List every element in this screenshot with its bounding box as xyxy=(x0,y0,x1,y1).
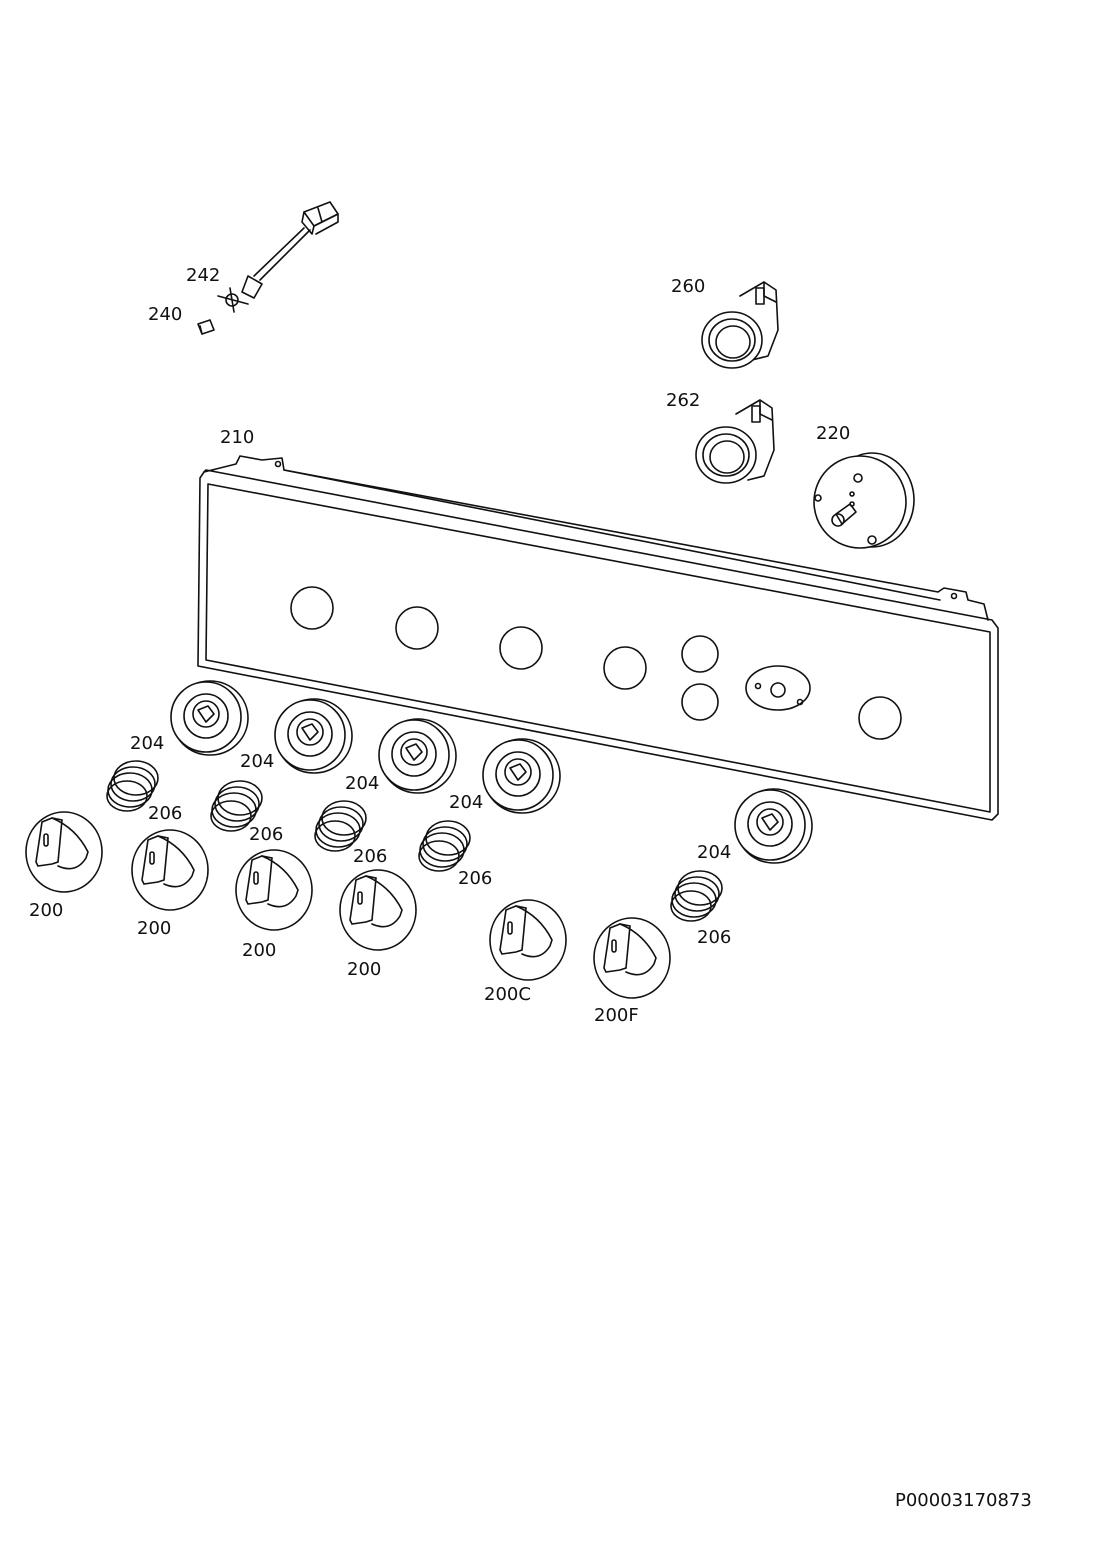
label-262: 262 xyxy=(666,390,700,411)
document-id: P00003170873 xyxy=(895,1490,1032,1511)
label-242: 242 xyxy=(186,265,220,286)
label-206-5: 206 xyxy=(697,927,731,948)
wire-harness-242 xyxy=(217,201,339,313)
label-260: 260 xyxy=(671,276,705,297)
spring-206-3 xyxy=(314,800,367,852)
bezel-204-2 xyxy=(274,698,353,774)
spring-206-1 xyxy=(106,760,159,812)
label-200-1: 200 xyxy=(29,900,63,921)
label-204-5: 204 xyxy=(697,842,731,863)
label-206-3: 206 xyxy=(353,846,387,867)
part-240-clip xyxy=(197,319,215,335)
label-210: 210 xyxy=(220,427,254,448)
label-206-2: 206 xyxy=(249,824,283,845)
label-220: 220 xyxy=(816,423,850,444)
bezel-204-3 xyxy=(378,718,457,794)
label-204-1: 204 xyxy=(130,733,164,754)
knob-200f xyxy=(593,917,671,999)
label-200-3: 200 xyxy=(242,940,276,961)
label-204-2: 204 xyxy=(240,751,274,772)
indicator-lamp-262 xyxy=(695,399,775,484)
label-240: 240 xyxy=(148,304,182,325)
label-206-4: 206 xyxy=(458,868,492,889)
bezel-204-4 xyxy=(482,738,561,814)
knob-200-3 xyxy=(235,849,313,931)
indicator-lamp-260 xyxy=(701,281,779,369)
spring-206-5 xyxy=(670,870,723,922)
knob-200c xyxy=(489,899,567,981)
bezel-204-1 xyxy=(170,680,249,756)
label-204-4: 204 xyxy=(449,792,483,813)
label-200-2: 200 xyxy=(137,918,171,939)
knob-200-4 xyxy=(339,869,417,951)
timer-220 xyxy=(813,452,915,549)
knob-200-1 xyxy=(25,811,103,893)
label-204-3: 204 xyxy=(345,773,379,794)
knob-200-2 xyxy=(131,829,209,911)
spring-206-2 xyxy=(210,780,263,832)
label-200c: 200C xyxy=(484,984,531,1005)
label-206-1: 206 xyxy=(148,803,182,824)
control-panel-210 xyxy=(197,455,999,821)
label-200f: 200F xyxy=(594,1005,639,1026)
label-200-4: 200 xyxy=(347,959,381,980)
spring-206-4 xyxy=(418,820,471,872)
bezel-204-5 xyxy=(734,788,813,864)
